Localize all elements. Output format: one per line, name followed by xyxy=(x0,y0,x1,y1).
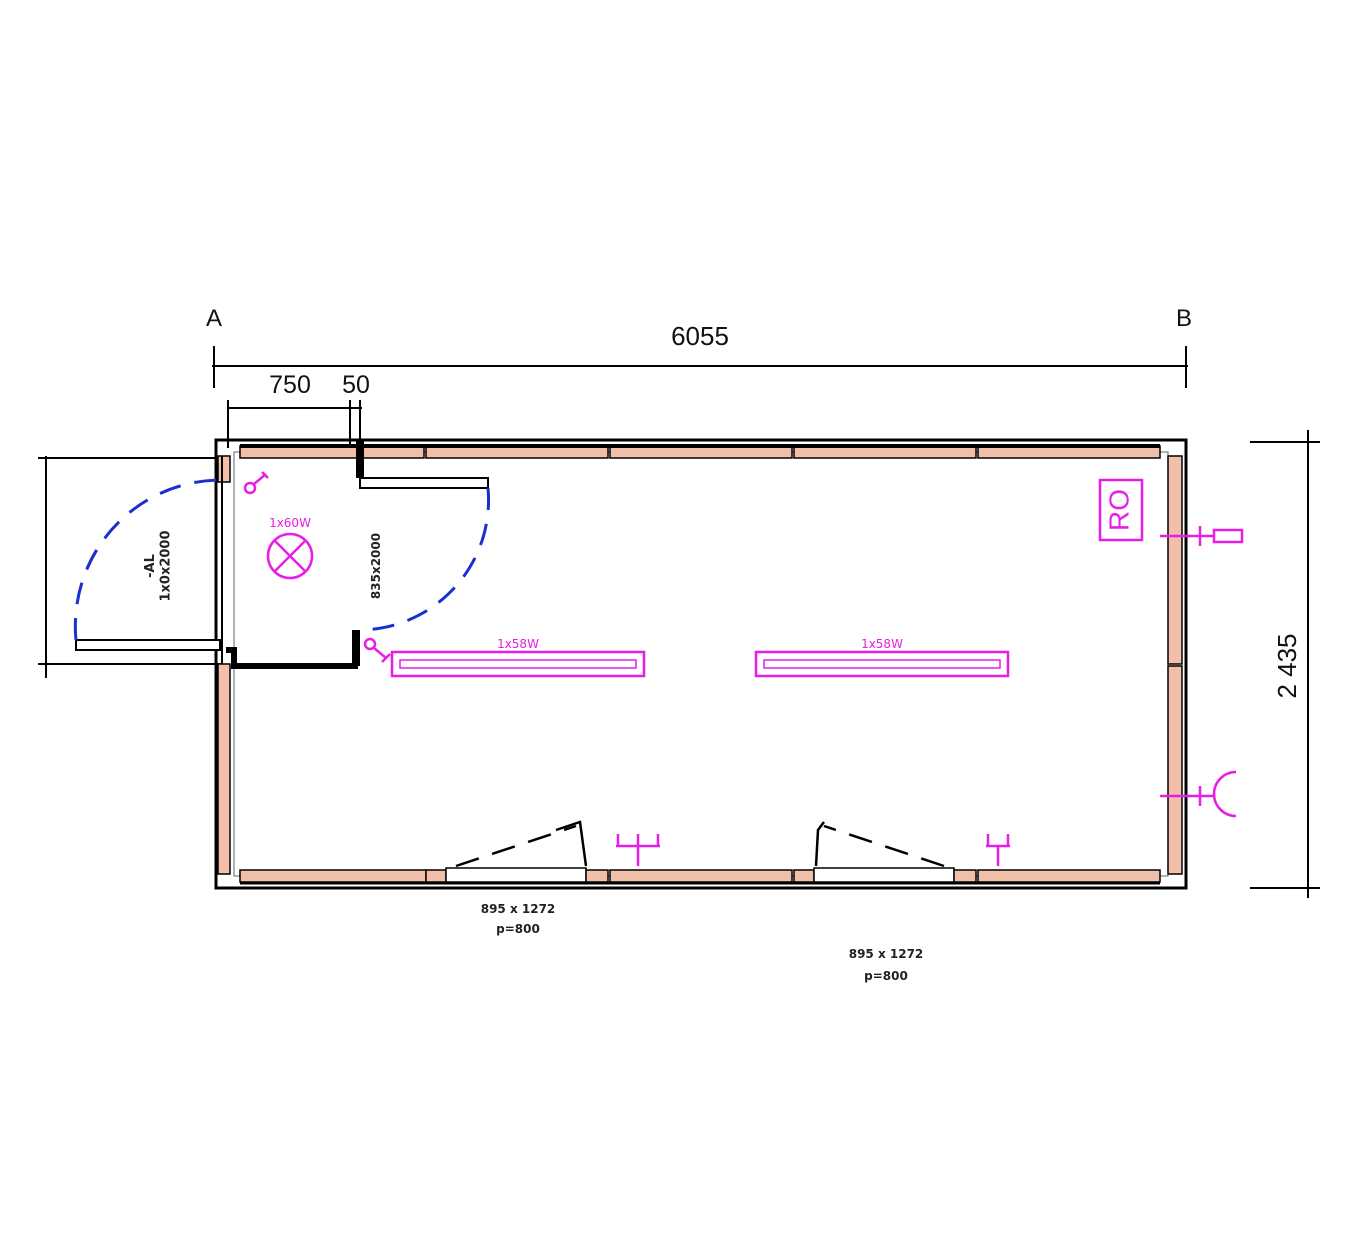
axis-label-b: B xyxy=(1176,305,1192,332)
bottom-panel-4 xyxy=(609,869,793,883)
vestibule-lamp-icon xyxy=(266,532,314,580)
fluorescent-tube-1 xyxy=(399,659,637,669)
socket-icon-1 xyxy=(616,834,660,866)
vestibule-lamp-label: 1x60W xyxy=(269,516,311,530)
dimension-lines xyxy=(38,346,1320,898)
fluorescent-fixture-1 xyxy=(390,650,646,678)
window-swings xyxy=(455,820,945,868)
bottom-panel-2 xyxy=(425,869,447,883)
radiator-box xyxy=(1098,478,1144,542)
inner-door-leaf xyxy=(359,477,489,489)
inner-door-label: 835x2000 xyxy=(369,533,383,599)
inner-door-swing xyxy=(359,487,491,632)
radiator-label: RO xyxy=(1103,489,1134,531)
container-outline xyxy=(214,438,1188,890)
switch-icon-main xyxy=(363,637,391,663)
window-1-sill: p=800 xyxy=(496,922,540,936)
bottom-panel-6 xyxy=(953,869,977,883)
entrance-door-leaf xyxy=(75,639,221,651)
power-inlet-icon xyxy=(1212,770,1237,818)
fixture-1-label: 1x58W xyxy=(497,637,539,651)
right-wall-panel-1 xyxy=(1167,455,1183,665)
window-1-size: 895 x 1272 xyxy=(481,902,556,916)
right-wall xyxy=(1167,455,1183,875)
container-inner-outline xyxy=(233,451,1169,877)
axis-label-a: A xyxy=(206,305,222,332)
window-2-sill: p=800 xyxy=(864,969,908,983)
partition-width-label: 50 xyxy=(342,371,370,399)
left-wall xyxy=(217,455,231,875)
bottom-panel-5 xyxy=(793,869,815,883)
left-wall-panel xyxy=(217,663,231,875)
window-2-opening xyxy=(813,867,955,883)
entrance-door-swing xyxy=(73,478,221,641)
window-1-sash xyxy=(555,820,588,867)
left-wall-panel-top xyxy=(217,455,231,483)
bottom-panel-3 xyxy=(585,869,609,883)
fluorescent-tube-2 xyxy=(763,659,1001,669)
socket-icon-2 xyxy=(986,834,1010,866)
outer-walls xyxy=(214,438,1188,890)
top-wall-panels xyxy=(239,444,1161,459)
external-socket-icon xyxy=(1212,528,1244,544)
vestibule-lamp-cross-2 xyxy=(273,539,307,573)
vestibule-partition xyxy=(75,440,489,669)
window-1-opening xyxy=(445,867,587,883)
window-1-swing xyxy=(455,824,577,868)
vestibule-width-label: 750 xyxy=(269,371,311,399)
right-wall-panel-2 xyxy=(1167,665,1183,875)
overall-width-label: 6055 xyxy=(671,321,729,351)
window-2-swing xyxy=(823,824,945,868)
bottom-wall-panels xyxy=(239,867,1161,885)
fixture-2-label: 1x58W xyxy=(861,637,903,651)
window-2-size: 895 x 1272 xyxy=(849,947,924,961)
bottom-panel-7 xyxy=(977,869,1161,883)
fluorescent-fixture-2 xyxy=(754,650,1010,678)
partition-bottom-wall xyxy=(226,647,358,669)
switch-icon-vestibule xyxy=(243,471,269,495)
electrical xyxy=(243,471,1244,866)
bottom-panel-1 xyxy=(239,869,427,883)
window-2-sash xyxy=(814,821,825,867)
overall-depth-label: 2 435 xyxy=(1272,633,1302,698)
entrance-door-label: -AL1x0x2000 xyxy=(143,530,174,601)
